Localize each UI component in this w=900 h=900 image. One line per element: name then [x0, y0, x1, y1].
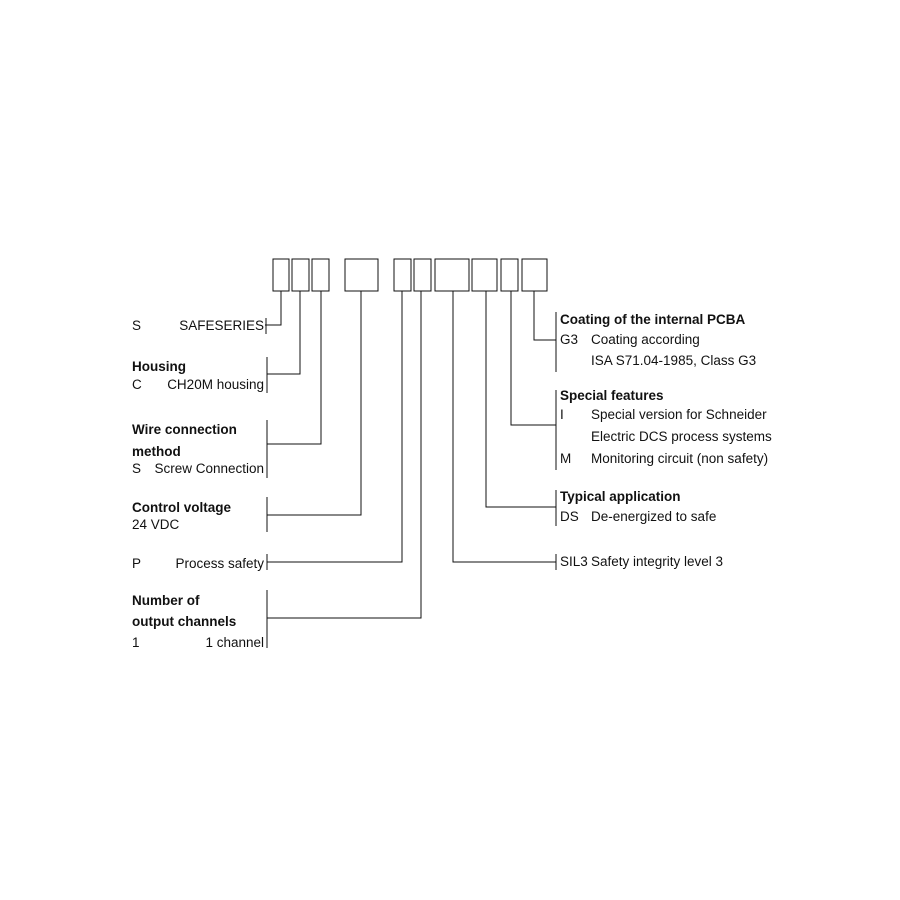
wire-code: S	[132, 461, 142, 476]
code-box-8	[471, 258, 498, 292]
connector-coating	[533, 291, 556, 341]
coating-code: G3	[560, 332, 579, 347]
connector-housing	[267, 291, 301, 375]
control-value: 24 VDC	[132, 517, 180, 532]
safeseries-code: S	[132, 318, 142, 333]
channels-title-line2: output channels	[132, 614, 237, 629]
typical-value: De-energized to safe	[591, 509, 717, 524]
special-line1: Special version for Schneider	[591, 407, 767, 422]
connector-typical	[485, 291, 556, 508]
special-title: Special features	[560, 388, 664, 403]
connector-special	[510, 291, 556, 426]
connector-channels	[267, 291, 422, 619]
safeseries-value: SAFESERIES	[179, 318, 264, 333]
code-box-6	[413, 258, 432, 292]
special-code-2: M	[560, 451, 572, 466]
code-box-1	[272, 258, 290, 292]
channels-value: 1 channel	[205, 635, 264, 650]
wire-title-line1: Wire connection	[132, 422, 237, 437]
coating-line1: Coating according	[591, 332, 700, 347]
sil-value: Safety integrity level 3	[591, 554, 724, 569]
housing-value: CH20M housing	[167, 377, 264, 392]
code-box-3	[311, 258, 330, 292]
code-box-4	[344, 258, 379, 292]
typical-title: Typical application	[560, 489, 681, 504]
connector-safeseries	[265, 291, 282, 326]
control-title: Control voltage	[132, 500, 232, 515]
connector-sil	[452, 291, 556, 563]
code-box-2	[291, 258, 310, 292]
special-code-1: I	[560, 407, 564, 422]
process-code: P	[132, 556, 142, 571]
connector-process	[267, 291, 403, 563]
connector-wire	[267, 291, 322, 445]
housing-code: C	[132, 377, 142, 392]
coating-line2: ISA S71.04-1985, Class G3	[591, 353, 757, 368]
process-value: Process safety	[175, 556, 264, 571]
channels-code: 1	[132, 635, 140, 650]
code-box-9	[500, 258, 519, 292]
typical-code: DS	[560, 509, 579, 524]
sil-code: SIL3	[560, 554, 588, 569]
code-box-5	[393, 258, 412, 292]
connector-control	[267, 291, 362, 516]
code-box-10	[521, 258, 548, 292]
coating-title: Coating of the internal PCBA	[560, 312, 746, 327]
wire-value: Screw Connection	[154, 461, 264, 476]
code-box-7	[434, 258, 470, 292]
channels-title-line1: Number of	[132, 593, 200, 608]
housing-title: Housing	[132, 359, 186, 374]
wire-title-line2: method	[132, 444, 181, 459]
special-line3: Monitoring circuit (non safety)	[591, 451, 769, 466]
special-line2: Electric DCS process systems	[591, 429, 772, 444]
